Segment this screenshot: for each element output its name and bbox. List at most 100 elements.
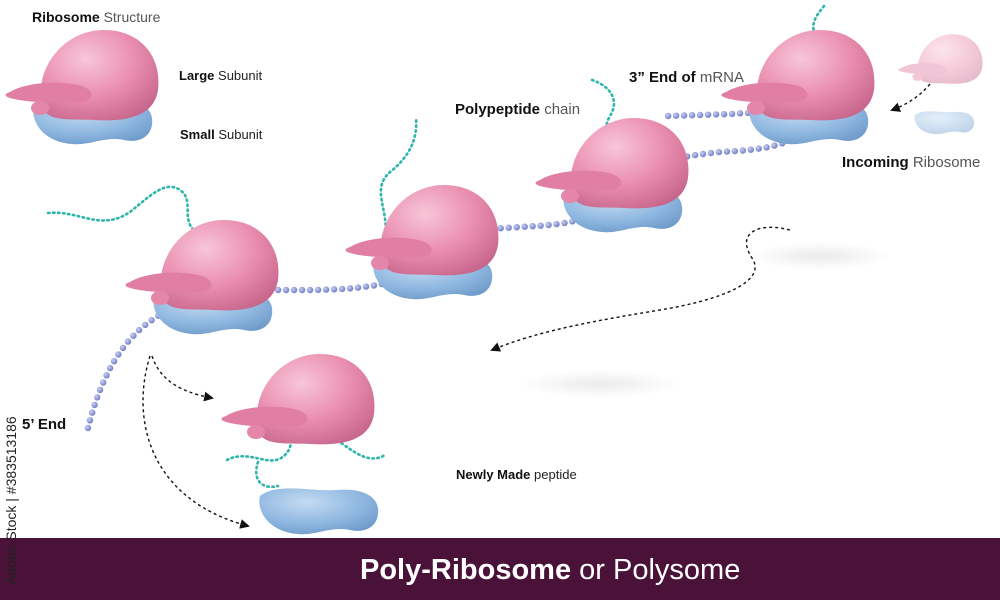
mrna-bead	[691, 151, 699, 159]
footer-title-bold: Poly-Ribosome	[360, 554, 572, 586]
mrna-bead	[94, 394, 101, 401]
mrna-bead	[362, 283, 370, 290]
released-small-subunit	[259, 488, 379, 535]
incoming-small-subunit	[914, 111, 975, 135]
mrna-bead	[771, 142, 778, 149]
mrna-bead	[545, 221, 552, 229]
mrna-bead	[91, 401, 98, 409]
mrna-bead	[100, 379, 107, 386]
mrna-bead	[707, 149, 715, 157]
arrow-incoming	[890, 83, 931, 112]
mrna-bead	[115, 351, 122, 358]
mrna-bead	[747, 146, 754, 153]
label-bold: Newly Made	[456, 467, 531, 482]
mrna-bead	[354, 284, 362, 291]
mrna-bead	[704, 111, 712, 118]
label-bold: Small	[180, 127, 215, 142]
ribosome-4	[721, 30, 875, 145]
arrow-release-small	[142, 355, 250, 529]
ribosome-3	[535, 118, 689, 233]
label-three-prime-end: 3” End of mRNA	[629, 70, 744, 85]
mrna-bead	[529, 223, 536, 230]
mrna-bead	[106, 364, 114, 372]
ribosome-2	[345, 185, 499, 300]
mrna-bead	[672, 112, 680, 119]
mrna-bead	[322, 286, 330, 293]
label-light: Subunit	[218, 127, 263, 142]
watermark: Adobe Stock | #383513186	[3, 416, 19, 585]
mrna-bead	[680, 112, 688, 119]
mrna-bead	[696, 111, 704, 119]
label-bold: 5’ End	[22, 416, 67, 433]
released-large-subunit	[221, 354, 375, 445]
mrna-bead	[561, 219, 568, 227]
diagram-artwork	[5, 4, 983, 535]
mrna-bead	[513, 224, 520, 231]
peptide-chain	[255, 460, 280, 489]
label-small-subunit: Small Subunit	[180, 128, 262, 141]
mrna-bead	[298, 286, 306, 294]
label-bold: Ribosome	[32, 9, 100, 25]
shadow	[750, 242, 890, 270]
arrow-return	[490, 226, 791, 352]
mrna-bead	[86, 417, 94, 424]
mrna-bead	[103, 372, 110, 379]
process-arrows	[142, 83, 931, 529]
label-light: Subunit	[218, 68, 263, 83]
mrna-bead	[274, 286, 282, 294]
arrow-release-large	[151, 355, 214, 402]
mrna-bead	[505, 224, 512, 231]
mrna-bead	[110, 358, 118, 365]
mrna-bead	[124, 338, 132, 345]
label-newly-made-peptide: Newly Made peptide	[456, 468, 577, 481]
peptide-chain	[379, 116, 418, 242]
label-light: Ribosome	[912, 154, 981, 171]
mrna-bead	[148, 317, 155, 324]
mrna-bead	[135, 326, 143, 334]
label-five-prime-end: 5’ End	[22, 417, 66, 432]
label-bold: Large	[179, 68, 215, 83]
label-light: mRNA	[699, 69, 745, 86]
mrna-bead	[664, 112, 672, 120]
ribosome-structure-legend	[5, 30, 159, 145]
peptide-chain	[46, 185, 210, 264]
label-bold: Polypeptide	[455, 101, 541, 118]
mrna-bead	[130, 332, 137, 339]
mrna-bead	[497, 225, 504, 232]
label-ribosome-structure: Ribosome Structure	[32, 10, 160, 24]
mrna-bead	[370, 282, 378, 289]
mrna-bead	[739, 147, 746, 154]
mrna-bead	[763, 144, 770, 151]
label-bold: Incoming	[842, 154, 909, 171]
mrna-bead	[688, 112, 696, 119]
mrna-bead	[712, 111, 720, 118]
mrna-bead	[96, 386, 104, 394]
mrna-bead	[720, 111, 728, 118]
footer-banner	[0, 538, 1000, 600]
mrna-bead	[330, 286, 338, 293]
mrna-bead	[314, 286, 322, 293]
mrna-bead	[290, 286, 298, 294]
mrna-bead	[755, 145, 762, 152]
label-light: chain	[544, 101, 581, 118]
mrna-bead	[521, 223, 528, 230]
mrna-bead	[731, 147, 738, 155]
mrna-bead	[119, 344, 127, 352]
label-light: Structure	[103, 9, 161, 25]
mrna-bead	[306, 286, 314, 294]
mrna-bead	[338, 285, 346, 293]
incoming-large-subunit	[898, 34, 983, 84]
footer-title: Poly-Ribosome or Polysome	[360, 556, 740, 585]
mrna-bead	[84, 424, 92, 432]
peptide-chain	[590, 78, 616, 144]
footer-title-rest: or Polysome	[571, 554, 741, 586]
mrna-bead	[728, 110, 736, 118]
label-bold: 3” End of	[629, 69, 696, 86]
label-incoming-ribosome: Incoming Ribosome	[842, 155, 980, 170]
mrna-bead	[699, 150, 707, 158]
label-polypeptide-chain: Polypeptide chain	[455, 102, 580, 117]
mrna-bead	[142, 321, 149, 329]
mrna-bead	[537, 222, 544, 229]
mrna-bead	[346, 285, 354, 292]
mrna-bead	[715, 148, 723, 156]
